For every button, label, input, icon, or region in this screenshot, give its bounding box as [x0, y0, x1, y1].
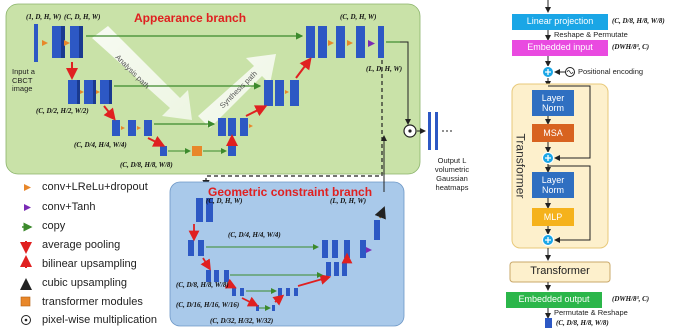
geo-dim-lvl5: (C, D/32, H/32, W/32)	[210, 317, 274, 325]
enc1-blocks	[52, 26, 83, 58]
geometric-branch-panel	[169, 181, 405, 327]
transformer-vertical-label: Transformer	[513, 133, 528, 199]
positional-encoding-label: Positional encoding	[578, 67, 644, 76]
dim-lvl4: (C, D/8, H/8, W/8)	[120, 161, 173, 169]
dim-top-c: (C, D, H, W)	[64, 13, 101, 21]
dashed-connector	[202, 60, 383, 188]
enc3-blocks	[112, 120, 152, 136]
dim-out-l: (L, D, H, W)	[366, 65, 403, 73]
reshape-label: Reshape & Permutate	[554, 30, 628, 39]
layer-norm-1-label: Layer Norm	[541, 93, 565, 114]
final-dim: (C, D/8, H/8, W/8)	[556, 319, 609, 327]
geo-dim-in: (C, D, H, W)	[206, 197, 243, 205]
dec2-blocks	[264, 80, 299, 106]
geometric-arrows	[188, 224, 353, 307]
permute-label: Permutate & Reshape	[554, 308, 628, 317]
legend-transformer: transformer modules	[42, 296, 143, 308]
dim-lvl3: (C, D/4, H/4, W/4)	[74, 141, 127, 149]
legend-bilinear: bilinear upsampling	[42, 258, 137, 270]
transformer-box-label: Transformer	[530, 265, 590, 277]
msa-label: MSA	[543, 128, 563, 138]
embedded-output-box	[506, 292, 602, 308]
linear-projection-box	[512, 14, 608, 30]
legend-conv-tanh: conv+Tanh	[42, 201, 96, 213]
cubic-upsample-arrow	[374, 206, 386, 220]
linear-projection-label: Linear projection	[526, 16, 594, 26]
geo-dim-lvl2: (C, D/4, H/4, W/4)	[228, 231, 281, 239]
mlp-box	[532, 208, 574, 226]
legend-multiply: pixel-wise multiplication	[42, 314, 157, 326]
dec1-blocks	[306, 26, 384, 58]
orange-triangle-icon	[24, 184, 31, 191]
layer-norm-1	[532, 90, 574, 116]
mlp-label: MLP	[543, 212, 563, 222]
embedded-input-dim: (DWH/8³, C)	[612, 43, 650, 51]
input-volume	[34, 24, 38, 62]
legend-copy: copy	[42, 220, 66, 232]
conv-triangles-top	[42, 40, 353, 130]
final-output-block	[545, 318, 552, 328]
legend-avg-pool: average pooling	[42, 239, 121, 251]
dim-top-out: (C, D, H, W)	[340, 13, 377, 21]
geometric-branch-title: Geometric constraint branch	[208, 185, 373, 199]
dim-lvl2: (C, D/2, H/2, W/2)	[36, 107, 89, 115]
dec3-blocks	[218, 118, 248, 136]
input-label: Input a CBCT image	[12, 67, 35, 94]
output-heatmaps	[428, 112, 452, 150]
embedded-input-label: Embedded input	[527, 42, 593, 52]
geo-dim-lvl3: (C, D/8, H/8, W/8)	[176, 281, 229, 289]
legend-cubic: cubic upsampling	[42, 277, 127, 289]
embedded-input-box	[512, 40, 608, 56]
synthesis-path-arrow	[198, 54, 276, 128]
embedded-output-dim: (DWH/8³, C)	[612, 295, 650, 303]
msa-box	[532, 124, 574, 142]
conv-tanh-triangle	[368, 40, 375, 47]
bottleneck-blocks	[160, 146, 236, 156]
pooling-arrows	[66, 57, 312, 147]
transformer-outer-box	[509, 261, 611, 283]
appearance-to-multiply-down	[400, 41, 411, 125]
orange-cube-icon	[20, 296, 31, 307]
analysis-path-arrow	[92, 26, 192, 120]
legend-conv-lrelu: conv+LReLu+dropout	[42, 181, 148, 193]
geo-dim-out: (L, D, H, W)	[330, 197, 367, 205]
embedded-output-label: Embedded output	[518, 294, 590, 304]
enc2-blocks	[68, 80, 112, 104]
geometric-blocks	[188, 198, 380, 311]
purple-triangle-icon	[24, 204, 31, 211]
layer-norm-2	[532, 172, 574, 198]
skip-connections	[86, 32, 304, 128]
geo-dim-lvl4: (C, D/16, H/16, W/16)	[176, 301, 240, 309]
legend-icons	[20, 184, 33, 325]
linear-projection-dim: (C, D/8, H/8, W/8)	[612, 17, 665, 25]
layer-norm-2-label: Layer Norm	[541, 175, 565, 196]
dim-top-in: (1, D, H, W)	[26, 13, 62, 21]
output-label: Output L volumetric Gaussian heatmaps	[434, 156, 470, 192]
appearance-branch-title: Appearance branch	[134, 11, 247, 25]
